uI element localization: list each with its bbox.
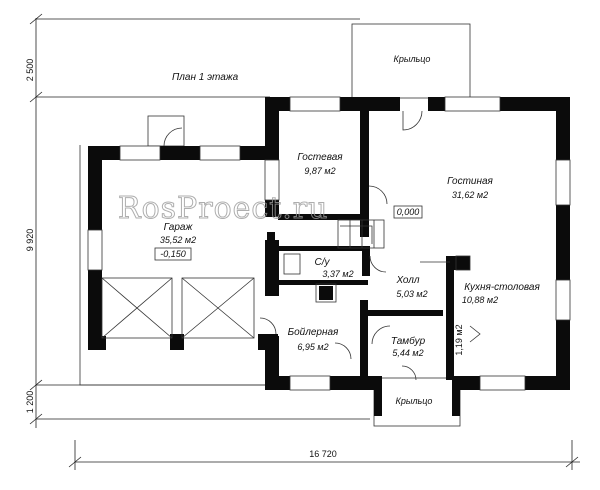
dimension-bottom-total: 16 720 [309,449,337,459]
garage-area: 35,52 м2 [160,235,196,245]
boiler-name: Бойлерная [288,327,339,338]
guest-area: 9,87 м2 [304,166,335,176]
room-boiler: Бойлерная 6,95 м2 [288,327,339,352]
boiler-area: 6,95 м2 [297,342,328,352]
room-vestibule: Тамбур 5,44 м2 [391,335,426,358]
plan-title: План 1 этажа [172,72,239,83]
garage-level: -0,150 [160,249,186,259]
dimension-lines [29,13,580,470]
guest-name: Гостевая [297,152,343,163]
door-swings [259,110,481,381]
hall-name: Холл [395,275,419,286]
hall-area: 5,03 м2 [396,289,427,299]
dimension-left-top: 2 500 [25,59,35,82]
vestibule-name: Тамбур [391,335,426,347]
room-guest: Гостевая 9,87 м2 [297,152,343,176]
dimension-left-main: 9 920 [25,229,35,252]
living-area: 31,62 м2 [452,190,488,200]
watermark: RosProect.ru [118,191,328,226]
living-level: 0,000 [397,207,420,217]
fixtures [267,232,471,303]
garage-rear-door [147,115,185,147]
room-hall: Холл 5,03 м2 [395,275,427,299]
stairs [337,219,385,249]
terrace-outline [79,145,275,386]
porch-bottom [373,376,461,427]
room-wc: С/у 3,37 м2 [315,257,354,279]
garage-doors [101,277,255,339]
kitchen-name: Кухня-столовая [464,282,540,293]
dimension-left-bottom: 1 200 [25,391,35,414]
garage-name: Гараж [164,222,194,233]
wc-name: С/у [315,257,331,268]
porch-top-label: Крыльцо [394,54,431,64]
living-name: Гостиная [447,176,493,187]
wc-area: 3,37 м2 [322,269,353,279]
room-garage: Гараж 35,52 м2 -0,150 [154,222,196,261]
room-kitchen: Кухня-столовая 10,88 м2 [462,282,541,305]
porch-bottom-label: Крыльцо [396,396,433,406]
dimension-pantry-area: 1,19 м2 [454,324,464,355]
room-living: Гостиная 31,62 м2 0,000 [393,176,494,219]
porch-top [351,23,471,99]
vestibule-area: 5,44 м2 [392,348,423,358]
windows [87,96,571,391]
kitchen-area: 10,88 м2 [462,295,498,305]
